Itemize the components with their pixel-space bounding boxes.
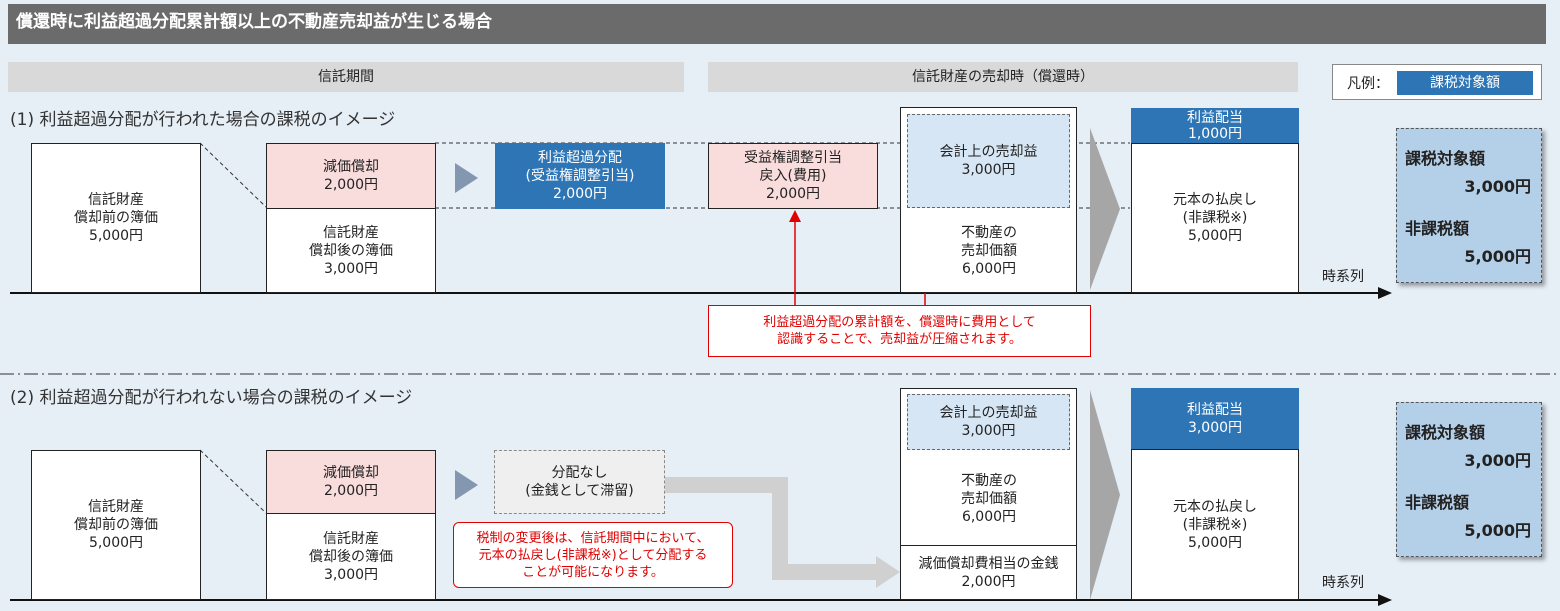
s1-taxable-label: 課税対象額 bbox=[1405, 149, 1486, 168]
section1-title: (1) 利益超過分配が行われた場合の課税のイメージ bbox=[10, 110, 396, 130]
s1-timeline-arrowhead bbox=[1378, 287, 1392, 299]
s1-nontax-value: 5,000円 bbox=[1464, 247, 1531, 266]
s2-arrow-large bbox=[1090, 390, 1120, 600]
s2-depreciation-cash: 減価償却費相当の金銭 2,000円 bbox=[900, 545, 1077, 600]
s1-note: 利益超過分配の累計額を、償還時に費用として 認識することで、売却益が圧縮されます… bbox=[708, 305, 1091, 357]
s1-book-value-after: 信託財産 償却後の簿価 3,000円 bbox=[266, 208, 436, 293]
s1-principal-return: 元本の払戻し (非課税※) 5,000円 bbox=[1131, 143, 1299, 293]
s2-principal-return: 元本の払戻し (非課税※) 5,000円 bbox=[1131, 449, 1299, 600]
s2-tax-summary: 課税対象額 3,000円 非課税額 5,000円 bbox=[1396, 402, 1542, 557]
s2-accounting-gain: 会計上の売却益 3,000円 bbox=[907, 394, 1070, 450]
s2-arrow-small bbox=[455, 470, 478, 500]
s2-book-value-before: 信託財産 償却前の簿価 5,000円 bbox=[31, 450, 201, 600]
s2-sale-price: 不動産の 売却価額 6,000円 bbox=[961, 473, 1017, 525]
legend-label: 凡例： bbox=[1347, 76, 1389, 92]
s2-timeline-arrowhead bbox=[1378, 594, 1392, 606]
s1-nontax-label: 非課税額 bbox=[1405, 219, 1470, 238]
s2-book-value-after: 信託財産 償却後の簿価 3,000円 bbox=[266, 513, 436, 600]
s2-connector-diagonal bbox=[199, 449, 267, 514]
s2-note: 税制の変更後は、信託期間中において、 元本の払戻し(非課税※)として分配する こ… bbox=[453, 522, 733, 588]
legend: 凡例： 課税対象額 bbox=[1332, 64, 1542, 100]
s2-profit-distribution: 利益配当 3,000円 bbox=[1131, 388, 1299, 450]
s1-arrow-small bbox=[455, 163, 478, 193]
s1-accounting-gain: 会計上の売却益 3,000円 bbox=[907, 114, 1070, 208]
s1-tax-summary: 課税対象額 3,000円 非課税額 5,000円 bbox=[1396, 128, 1542, 283]
s1-arrow-large bbox=[1090, 128, 1120, 290]
s1-taxable-value: 3,000円 bbox=[1464, 177, 1531, 196]
section2-title: (2) 利益超過分配が行われない場合の課税のイメージ bbox=[10, 388, 413, 408]
s1-profit-distribution: 利益配当 1,000円 bbox=[1131, 108, 1299, 144]
s1-book-value-before: 信託財産 償却前の簿価 5,000円 bbox=[31, 143, 201, 293]
page-title: 償還時に利益超過分配累計額以上の不動産売却益が生じる場合 bbox=[8, 4, 1546, 44]
s2-taxable-label: 課税対象額 bbox=[1405, 423, 1486, 442]
legend-swatch: 課税対象額 bbox=[1397, 71, 1533, 95]
s2-no-distribution: 分配なし (金銭として滞留) bbox=[494, 450, 665, 514]
s1-reversal-expense: 受益権調整引当 戻入(費用) 2,000円 bbox=[708, 143, 878, 209]
band-trust-period: 信託期間 bbox=[8, 62, 684, 92]
s2-flow-arrow bbox=[665, 477, 880, 580]
s2-taxable-value: 3,000円 bbox=[1464, 451, 1531, 470]
s2-timeline-label: 時系列 bbox=[1322, 575, 1364, 591]
s2-nontax-label: 非課税額 bbox=[1405, 493, 1470, 512]
s2-nontax-value: 5,000円 bbox=[1464, 521, 1531, 540]
s1-red-head-a bbox=[789, 210, 801, 222]
s1-timeline-label: 時系列 bbox=[1322, 269, 1364, 285]
s1-connector-diagonal bbox=[199, 142, 267, 208]
s1-excess-distribution: 利益超過分配 (受益権調整引当) 2,000円 bbox=[495, 143, 665, 209]
s2-depreciation: 減価償却 2,000円 bbox=[266, 450, 436, 514]
band-sale-time: 信託財産の売却時（償還時） bbox=[708, 62, 1298, 92]
s1-depreciation: 減価償却 2,000円 bbox=[266, 143, 436, 209]
s2-flow-arrowhead bbox=[876, 556, 900, 588]
s1-sale-price: 不動産の 売却価額 6,000円 bbox=[961, 225, 1017, 277]
